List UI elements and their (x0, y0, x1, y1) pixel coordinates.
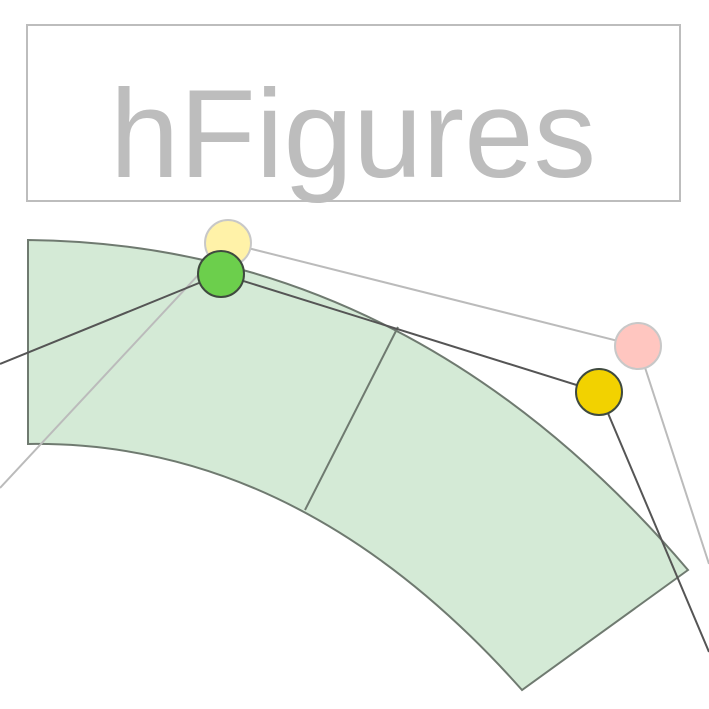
guide-line-dark-right (598, 391, 709, 653)
control-handle-green-icon[interactable] (197, 250, 245, 298)
control-handle-yellow-icon[interactable] (575, 368, 623, 416)
guide-line-dark-left (0, 273, 222, 365)
control-handle-pink-icon[interactable] (614, 322, 662, 370)
brand-box (26, 24, 681, 202)
curved-band[interactable] (27, 238, 690, 692)
band-divider (304, 326, 399, 511)
brand-title: hFigures (110, 65, 596, 204)
guide-line-light-left (0, 242, 229, 489)
guide-line-dark-top (220, 273, 600, 393)
guide-line-light-right (637, 345, 709, 565)
guide-line-light-top (227, 242, 639, 347)
